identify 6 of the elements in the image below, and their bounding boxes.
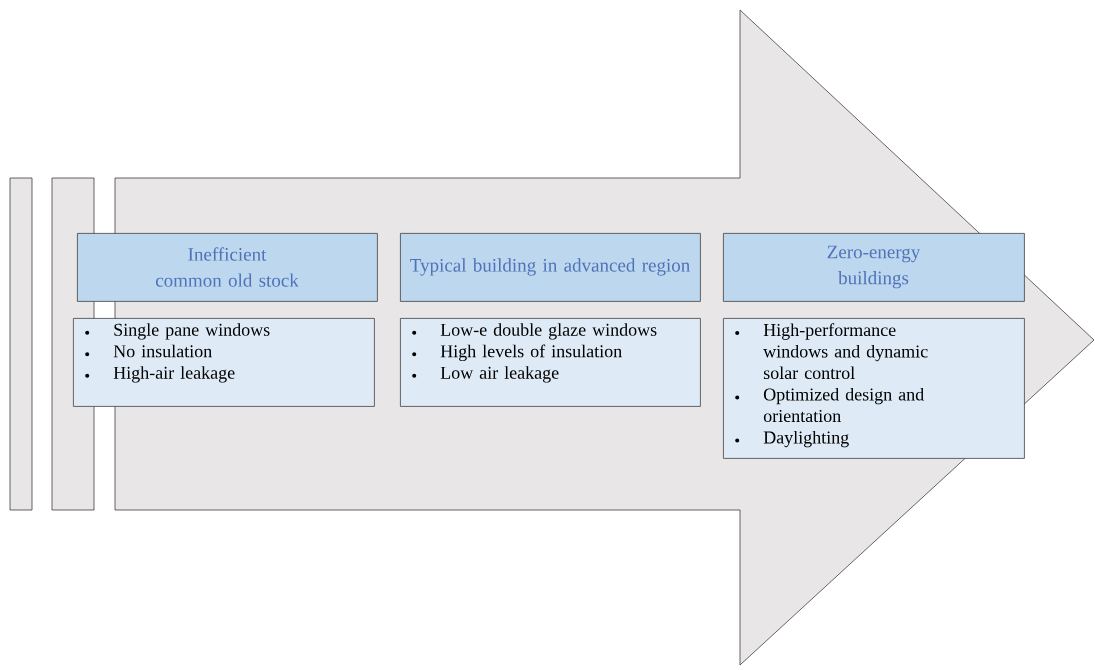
bullet-list-box: Low-e double glaze windows High levels of insulation Low air leakage (400, 318, 701, 407)
bullet-list-box: Single pane windows No insulation High-air leakage (73, 318, 375, 407)
heading-box: Typical building in advanced region (400, 233, 701, 302)
bullet-list-box: High-performance windows and dynamic solar control Optimized design and orientation Daylighting (723, 318, 1025, 459)
heading-box: Zero-energy buildings (723, 233, 1025, 302)
heading-box: Inefficient common old stock (77, 233, 378, 302)
